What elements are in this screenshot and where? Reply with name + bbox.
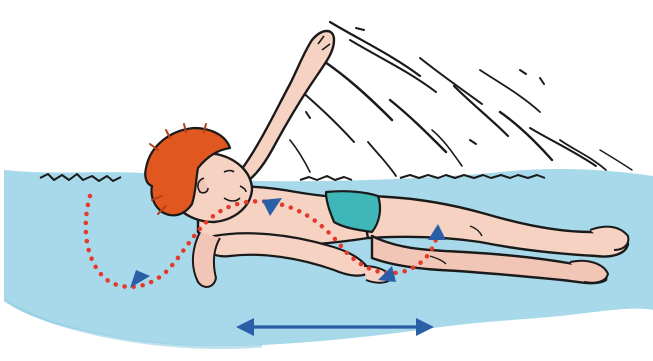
swimmer-head — [145, 124, 252, 222]
water-splash — [290, 22, 632, 176]
swimmer-raised-arm — [235, 31, 334, 188]
